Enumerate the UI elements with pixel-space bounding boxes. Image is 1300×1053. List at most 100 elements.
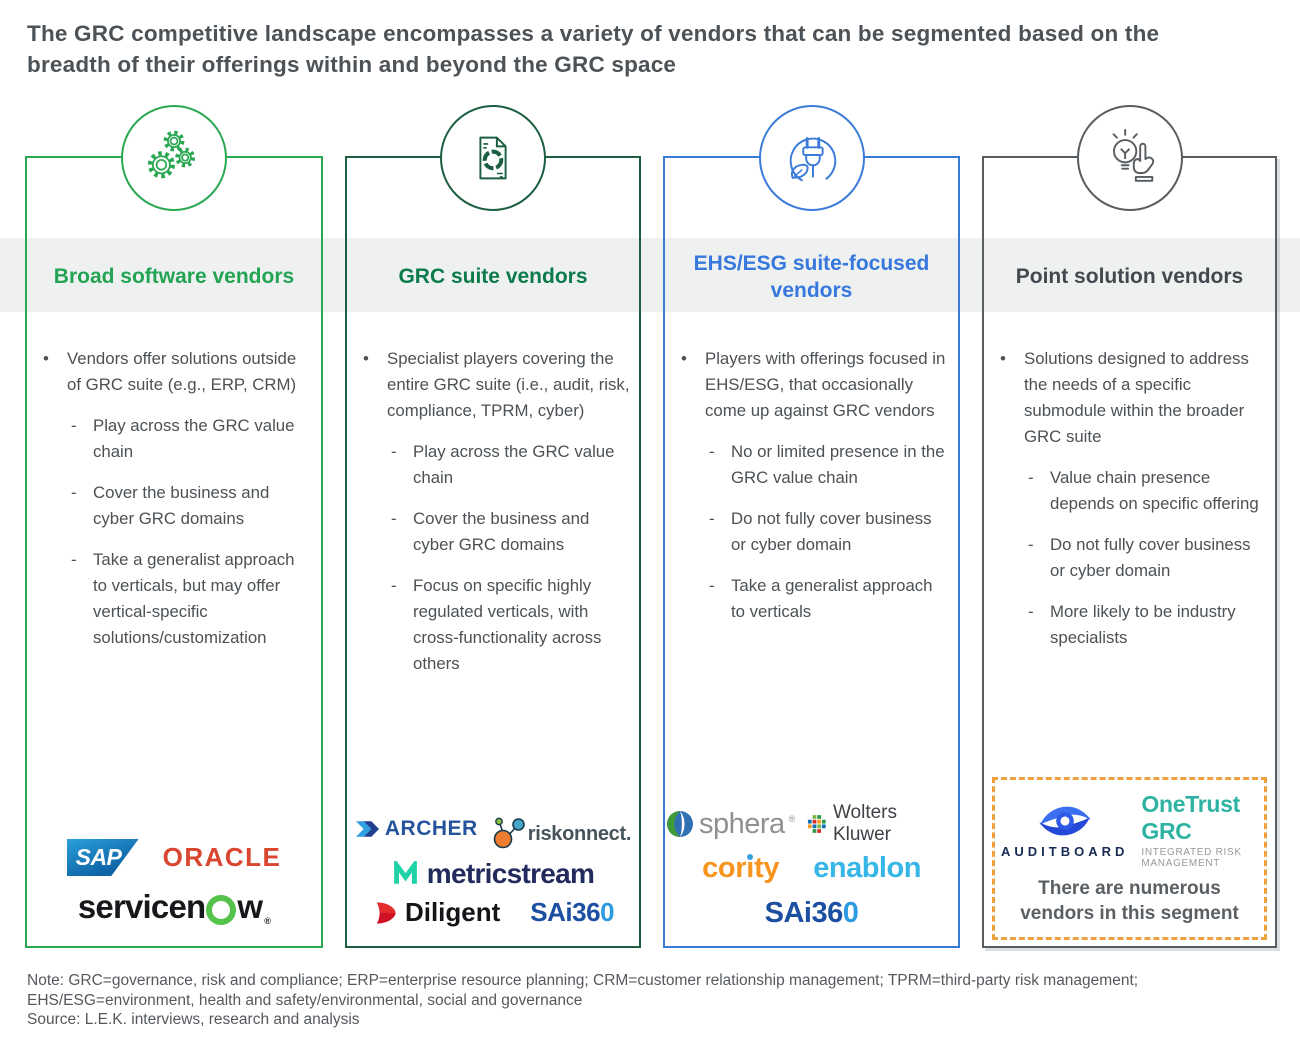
registered-mark: ®	[788, 813, 796, 824]
bullet-list: • Solutions designed to address the need…	[998, 346, 1267, 666]
diligent-logo-text: Diligent	[404, 897, 501, 927]
gears-icon	[121, 105, 227, 211]
sub-bullet-marker: -	[709, 576, 715, 595]
sphera-logo: sphera ®	[665, 808, 795, 841]
metricstream-logo-text: metricstream	[426, 858, 595, 889]
logo-row: sphera ® Wolters Kluwer	[665, 802, 958, 846]
sub-bullet-text: Do not fully cover business or cyber dom…	[1050, 535, 1251, 580]
sub-bullet-text: Cover the business and cyber GRC domains	[413, 509, 590, 554]
diligent-logo: Diligent	[372, 897, 500, 928]
cority-logo: cority	[702, 852, 779, 885]
onetrust-logo-text: OneTrust GRC	[1141, 790, 1240, 844]
bullet-marker: •	[363, 349, 369, 368]
servicenow-logo-text: servicen	[77, 888, 206, 925]
wolters-kluwer-mosaic-icon	[808, 815, 827, 833]
sub-bullet-marker: -	[1028, 535, 1034, 554]
sub-bullet-marker: -	[1028, 602, 1034, 621]
riskonnect-molecule-icon	[493, 817, 525, 849]
bullet-list: • Players with offerings focused in EHS/…	[679, 346, 950, 640]
sap-logo-text: SAP	[75, 844, 122, 870]
column-grc-suite-vendors: GRC suite vendors • Specialist players c…	[345, 105, 641, 948]
sap-logo: SAP	[66, 839, 139, 876]
bullet-text: Vendors offer solutions outside of GRC s…	[67, 349, 297, 394]
auditboard-eye-icon	[1038, 806, 1091, 836]
sub-bullet-marker: -	[71, 483, 77, 502]
column-heading: Broad software vendors	[53, 265, 295, 289]
archer-logo-text: ARCHER	[384, 817, 478, 840]
lightbulb-hand-icon	[1076, 105, 1183, 211]
servicenow-logo-text: w	[237, 888, 263, 925]
servicenow-ring-icon	[206, 895, 237, 925]
column-heading: EHS/ESG suite-focused vendors	[693, 251, 930, 302]
sub-bullet-item: - Value chain presence depends on specif…	[1028, 465, 1267, 517]
sub-bullet-item: - Focus on specific highly regulated ver…	[391, 573, 631, 677]
auditboard-logo: AUDITBOARD	[1001, 801, 1128, 859]
sub-bullet-marker: -	[391, 442, 397, 461]
sai360-logo-text: SAi36	[764, 897, 844, 929]
sub-bullet-item: - Cover the business and cyber GRC domai…	[391, 506, 631, 558]
sub-bullet-text: Take a generalist approach to verticals	[731, 576, 933, 621]
sai360-logo-text: SAi36	[530, 897, 601, 927]
bullet-list: • Specialist players covering the entire…	[361, 346, 631, 692]
metricstream-m-icon	[393, 861, 417, 884]
sub-bullet-text: Play across the GRC value chain	[413, 442, 615, 487]
sub-bullet-item: - Do not fully cover business or cyber d…	[1028, 532, 1267, 584]
sub-bullet-marker: -	[709, 442, 715, 461]
sphera-globe-icon	[667, 811, 693, 837]
wolters-kluwer-logo: Wolters Kluwer	[807, 802, 958, 846]
sub-bullet-item: - No or limited presence in the GRC valu…	[709, 439, 950, 491]
cority-logo-text: ty	[754, 852, 780, 884]
sai360-logo-zero: 0	[600, 897, 615, 927]
riskonnect-logo: riskonnect.	[488, 815, 631, 851]
note-line: Note: GRC=governance, risk and complianc…	[27, 972, 1139, 989]
sub-bullet-item: - Cover the business and cyber GRC domai…	[71, 480, 313, 532]
logo-row: SAP ORACLE	[66, 839, 282, 876]
sub-bullet-text: No or limited presence in the GRC value …	[731, 442, 945, 487]
sub-bullet-item: - Do not fully cover business or cyber d…	[709, 506, 950, 558]
column-ehs-esg-vendors: EHS/ESG suite-focused vendors • Players …	[663, 105, 960, 948]
sub-bullet-marker: -	[71, 550, 77, 569]
bullet-item: • Players with offerings focused in EHS/…	[681, 346, 950, 424]
auditboard-logo-text: AUDITBOARD	[1001, 843, 1129, 859]
bullet-marker: •	[1000, 349, 1006, 368]
bullet-text: Specialist players covering the entire G…	[387, 349, 630, 420]
sub-bullet-item: - Take a generalist approach to vertical…	[709, 573, 950, 625]
bullet-list: • Vendors offer solutions outside of GRC…	[41, 346, 313, 666]
archer-chevrons-icon	[355, 821, 379, 837]
sub-bullet-text: Cover the business and cyber GRC domains	[93, 483, 270, 528]
wolters-kluwer-logo-text: Wolters Kluwer	[832, 802, 897, 845]
riskonnect-logo-text: riskonnect.	[527, 823, 632, 845]
sub-bullet-text: Value chain presence depends on specific…	[1050, 468, 1259, 513]
bullet-marker: •	[681, 349, 687, 368]
sub-bullet-marker: -	[1028, 468, 1034, 487]
sai360-logo-zero: 0	[842, 897, 859, 929]
bullet-item: • Vendors offer solutions outside of GRC…	[43, 346, 313, 398]
sub-bullet-marker: -	[391, 576, 397, 595]
source-line: Source: L.E.K. interviews, research and …	[27, 1011, 360, 1028]
sub-bullet-text: Play across the GRC value chain	[93, 416, 295, 461]
bullet-item: • Solutions designed to address the need…	[1000, 346, 1267, 450]
column-heading: Point solution vendors	[1015, 265, 1244, 289]
column-broad-software-vendors: Broad software vendors • Vendors offer s…	[25, 105, 323, 948]
sub-bullet-marker: -	[71, 416, 77, 435]
logo-row: AUDITBOARD OneTrust GRC INTEGRATED RISK …	[1001, 791, 1258, 869]
heading-band	[0, 238, 1300, 312]
logo-row: metricstream	[392, 858, 595, 890]
vendor-logos: sphera ® Wolters Kluwer cority	[665, 802, 958, 930]
cority-logo-i: i	[746, 852, 755, 884]
plug-leaf-icon	[758, 105, 865, 211]
sub-bullet-item: - Take a generalist approach to vertical…	[71, 547, 313, 651]
sub-bullet-marker: -	[709, 509, 715, 528]
sub-bullet-text: More likely to be industry specialists	[1050, 602, 1236, 647]
column-heading: GRC suite vendors	[398, 265, 588, 289]
vendor-logos: ARCHER riskonnect. me	[347, 815, 639, 928]
cority-logo-text: cor	[702, 852, 747, 884]
bullet-marker: •	[43, 349, 49, 368]
